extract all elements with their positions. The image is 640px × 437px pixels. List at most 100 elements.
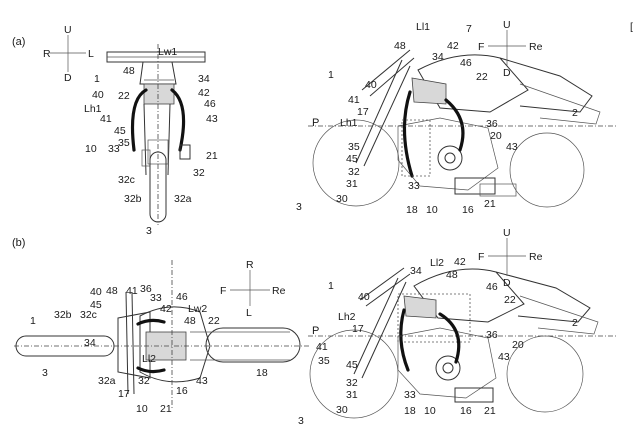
ref-35-b2: 35 [318, 355, 330, 367]
air-duct-front [143, 83, 175, 105]
ref-45-a2: 45 [346, 153, 358, 165]
ref-32a-b: 32a [98, 375, 116, 387]
front-view-a [50, 35, 206, 225]
duct-right [170, 88, 186, 152]
ref-p-b2: P [312, 325, 319, 337]
ref-41-a: 41 [100, 113, 112, 125]
ref-35-a: 35 [118, 137, 130, 149]
side-view-a [308, 30, 616, 208]
duct-side-b1 [399, 308, 410, 372]
ref-32b-a: 32b [124, 193, 142, 205]
ref-ll2-b2: Ll2 [430, 257, 444, 269]
dir-r-b1: R [246, 259, 254, 271]
ref-32b-b: 32b [54, 309, 72, 321]
dir-l-a1: L [88, 48, 94, 60]
dir-u-a2: U [503, 19, 511, 31]
ref-45-a: 45 [114, 125, 126, 137]
dir-re-b2: Re [529, 251, 543, 263]
ref-32-b2: 32 [346, 377, 358, 389]
ref-41-b: 41 [126, 285, 138, 297]
corner-mark: [ [630, 21, 633, 33]
ref-lh1-a2: Lh1 [340, 117, 358, 129]
ref-lh1-a: Lh1 [84, 103, 102, 115]
ref-48-a2: 48 [394, 40, 406, 52]
ref-30-a2: 30 [336, 193, 348, 205]
ref-ll1-a: Ll1 [416, 21, 430, 33]
side-view-b [308, 238, 616, 419]
ref-40-a2: 40 [365, 79, 377, 91]
ref-35-a2: 35 [348, 141, 360, 153]
dir-d-a1: D [64, 72, 72, 84]
rear-wheel-side-a [509, 132, 585, 208]
ref-18-b2: 18 [404, 405, 416, 417]
front-wheel-side-b [309, 329, 399, 419]
ref-33-b: 33 [150, 292, 162, 304]
ref-lw1-a: Lw1 [158, 46, 177, 58]
ref-31-b2: 31 [346, 389, 358, 401]
ref-2-a2: 2 [572, 107, 578, 119]
ref-46-b: 46 [176, 291, 188, 303]
ref-22-a: 22 [118, 90, 130, 102]
ref-43-a: 43 [206, 113, 218, 125]
duct-top-1 [136, 318, 166, 326]
ref-7-a: 7 [466, 23, 472, 35]
ref-42-a2: 42 [447, 40, 459, 52]
text-labels: (a) (b) [ U D R L U D F Re R L F Re U D … [12, 19, 633, 427]
ref-21-b: 21 [160, 403, 172, 415]
ref-32-a: 32 [193, 167, 205, 179]
ref-34-b2: 34 [410, 265, 422, 277]
ref-32c-b: 32c [80, 309, 97, 321]
dir-f-a2: F [478, 41, 484, 53]
ref-22-a2: 22 [476, 71, 488, 83]
ref-17-b2: 17 [352, 323, 364, 335]
ref-22-b: 22 [208, 315, 220, 327]
dir-d-b2: D [503, 277, 511, 289]
ref-31-a2: 31 [346, 178, 358, 190]
front-wheel-side-a [312, 119, 400, 207]
ref-16-b: 16 [176, 385, 188, 397]
dir-re-b1: Re [272, 285, 286, 297]
ref-16-a2: 16 [462, 204, 474, 216]
dir-f-b1: F [220, 285, 226, 297]
duct-side-a2 [444, 98, 465, 152]
ref-16-b2: 16 [460, 405, 472, 417]
ref-32a-a: 32a [174, 193, 192, 205]
duct-top-2 [136, 366, 166, 374]
ref-1-b2: 1 [328, 280, 334, 292]
ref-10-a: 10 [85, 143, 97, 155]
ref-3-a: 3 [146, 225, 152, 237]
ref-46-a: 46 [204, 98, 216, 110]
ref-34-b: 34 [84, 337, 96, 349]
top-view-b [14, 260, 310, 408]
ref-17-b: 17 [118, 388, 130, 400]
ref-lw2-b: Lw2 [188, 303, 207, 315]
ref-18-a2: 18 [406, 204, 418, 216]
ref-48-b3: 48 [446, 269, 458, 281]
ref-10-b: 10 [136, 403, 148, 415]
ref-43-b: 43 [196, 375, 208, 387]
ref-21-a: 21 [206, 150, 218, 162]
ref-46-a2: 46 [460, 57, 472, 69]
ref-32-b: 32 [138, 375, 150, 387]
ref-2-b2: 2 [572, 317, 578, 329]
ref-17-a2: 17 [357, 106, 369, 118]
ref-45-b: 45 [90, 299, 102, 311]
ref-20-b2: 20 [512, 339, 524, 351]
dir-f-b2: F [478, 251, 484, 263]
ref-48-b: 48 [106, 285, 118, 297]
ref-41-a2: 41 [348, 94, 360, 106]
dir-u-a1: U [64, 24, 72, 36]
ref-36-a2: 36 [486, 118, 498, 130]
ref-30-b2: 30 [336, 404, 348, 416]
ref-22-b2: 22 [504, 294, 516, 306]
ref-45-b2: 45 [346, 359, 358, 371]
ref-36-b: 36 [140, 283, 152, 295]
ref-20-a2: 20 [490, 130, 502, 142]
ref-33-b2: 33 [404, 389, 416, 401]
ref-40-a: 40 [92, 89, 104, 101]
ref-21-b2: 21 [484, 405, 496, 417]
ref-42-b2: 42 [454, 256, 466, 268]
panel-label-a: (a) [12, 36, 25, 48]
ref-3-b2: 3 [298, 415, 304, 427]
